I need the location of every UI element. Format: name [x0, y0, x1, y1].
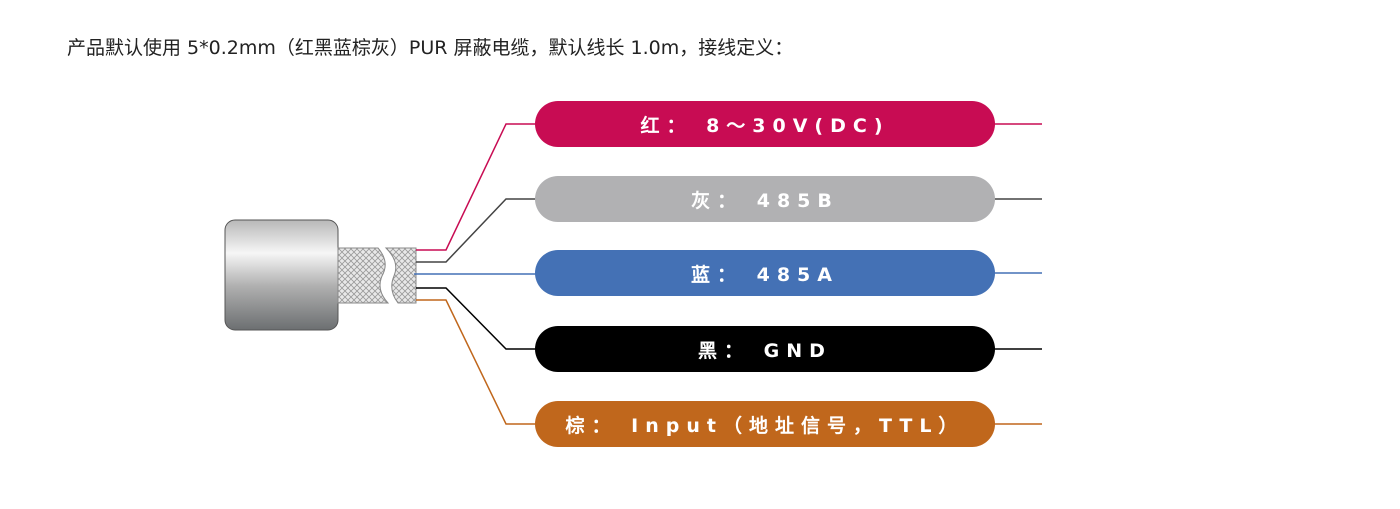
wire-label-blue: 蓝： 485A: [535, 250, 995, 296]
wire-red-lead: [416, 123, 540, 251]
cable-shield-braid-end: [384, 247, 417, 304]
wire-label-red: 红： 8～30V(DC): [535, 101, 995, 147]
page-title: 产品默认使用 5*0.2mm（红黑蓝棕灰）PUR 屏蔽电缆，默认线长 1.0m，…: [67, 37, 794, 59]
wire-gray-lead: [416, 198, 540, 263]
wire-black-lead: [416, 287, 540, 350]
wire-label-gray: 灰： 485B: [535, 176, 995, 222]
wire-label-black: 黑： GND: [535, 326, 995, 372]
wire-brown-lead: [416, 299, 540, 425]
cable-jacket: [224, 219, 339, 331]
cable-shield-braid: [337, 247, 390, 304]
wire-label-brown: 棕： Input（地址信号，TTL）: [535, 401, 995, 447]
